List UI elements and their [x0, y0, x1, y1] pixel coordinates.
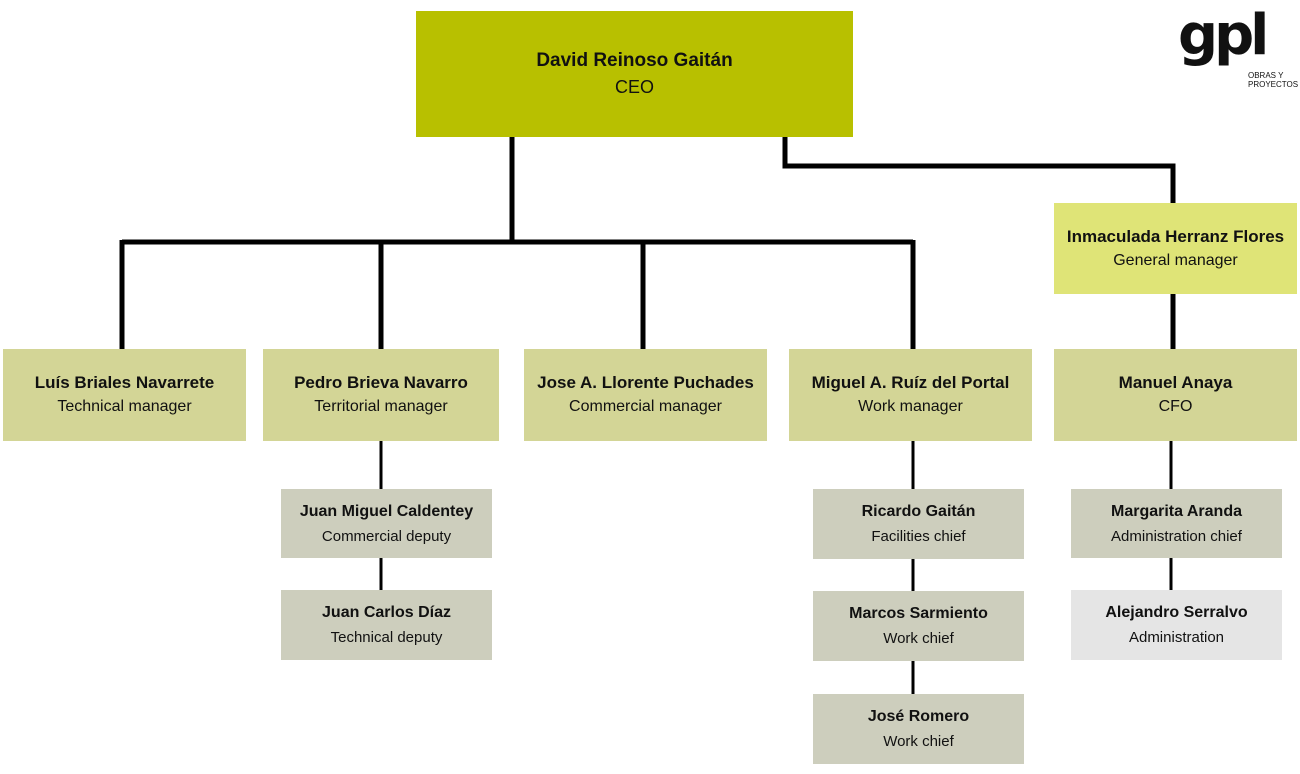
- staff-box-technical-deputy: Juan Carlos Díaz Technical deputy: [281, 590, 492, 660]
- manager-name: Jose A. Llorente Puchades: [537, 373, 754, 392]
- manager-role: Commercial manager: [569, 398, 722, 415]
- logo-mark: gpl: [1178, 3, 1269, 68]
- staff-name: Margarita Aranda: [1111, 502, 1242, 520]
- staff-role: Work chief: [883, 630, 954, 647]
- company-logo: gpl OBRAS Y PROYECTOS: [1178, 6, 1298, 92]
- manager-name: Miguel A. Ruíz del Portal: [811, 373, 1010, 392]
- manager-name: Pedro Brieva Navarro: [294, 373, 468, 392]
- ceo-box: David Reinoso Gaitán CEO: [416, 11, 853, 137]
- staff-name: Juan Miguel Caldentey: [299, 502, 474, 520]
- staff-role: Administration: [1128, 629, 1225, 646]
- staff-box-administration-chief: Margarita Aranda Administration chief: [1071, 489, 1282, 558]
- staff-box-work-chief-1: Marcos Sarmiento Work chief: [813, 591, 1024, 661]
- general-manager-name: Inmaculada Herranz Flores: [1066, 226, 1285, 246]
- manager-role: Work manager: [858, 398, 963, 415]
- logo-subtitle: OBRAS Y PROYECTOS: [1248, 71, 1299, 89]
- staff-box-facilities-chief: Ricardo Gaitán Facilities chief: [813, 489, 1024, 559]
- general-manager-box: Inmaculada Herranz Flores General manage…: [1054, 203, 1297, 294]
- staff-name: Ricardo Gaitán: [861, 503, 976, 520]
- staff-box-commercial-deputy: Juan Miguel Caldentey Commercial deputy: [281, 489, 492, 558]
- staff-role: Technical deputy: [330, 629, 443, 646]
- staff-role: Facilities chief: [871, 528, 966, 545]
- staff-role: Commercial deputy: [321, 527, 452, 545]
- staff-role: Administration chief: [1111, 527, 1242, 545]
- manager-box-commercial: Jose A. Llorente Puchades Commercial man…: [524, 349, 767, 441]
- staff-name: Juan Carlos Díaz: [322, 604, 451, 621]
- general-manager-role: General manager: [1113, 251, 1238, 269]
- manager-role: Territorial manager: [314, 398, 448, 415]
- manager-role: Technical manager: [57, 398, 192, 415]
- manager-box-territorial: Pedro Brieva Navarro Territorial manager: [263, 349, 499, 441]
- ceo-role: CEO: [614, 77, 654, 97]
- staff-box-work-chief-2: José Romero Work chief: [813, 694, 1024, 764]
- staff-name: José Romero: [867, 708, 970, 725]
- manager-role: CFO: [1158, 398, 1193, 415]
- manager-name: Manuel Anaya: [1118, 373, 1233, 392]
- manager-box-technical: Luís Briales Navarrete Technical manager: [3, 349, 246, 441]
- staff-name: Alejandro Serralvo: [1105, 604, 1248, 621]
- ceo-name: David Reinoso Gaitán: [536, 50, 733, 71]
- staff-name: Marcos Sarmiento: [849, 605, 988, 622]
- manager-box-cfo: Manuel Anaya CFO: [1054, 349, 1297, 441]
- manager-name: Luís Briales Navarrete: [34, 373, 215, 392]
- staff-role: Work chief: [883, 733, 954, 750]
- staff-box-administration: Alejandro Serralvo Administration: [1071, 590, 1282, 660]
- manager-box-work: Miguel A. Ruíz del Portal Work manager: [789, 349, 1032, 441]
